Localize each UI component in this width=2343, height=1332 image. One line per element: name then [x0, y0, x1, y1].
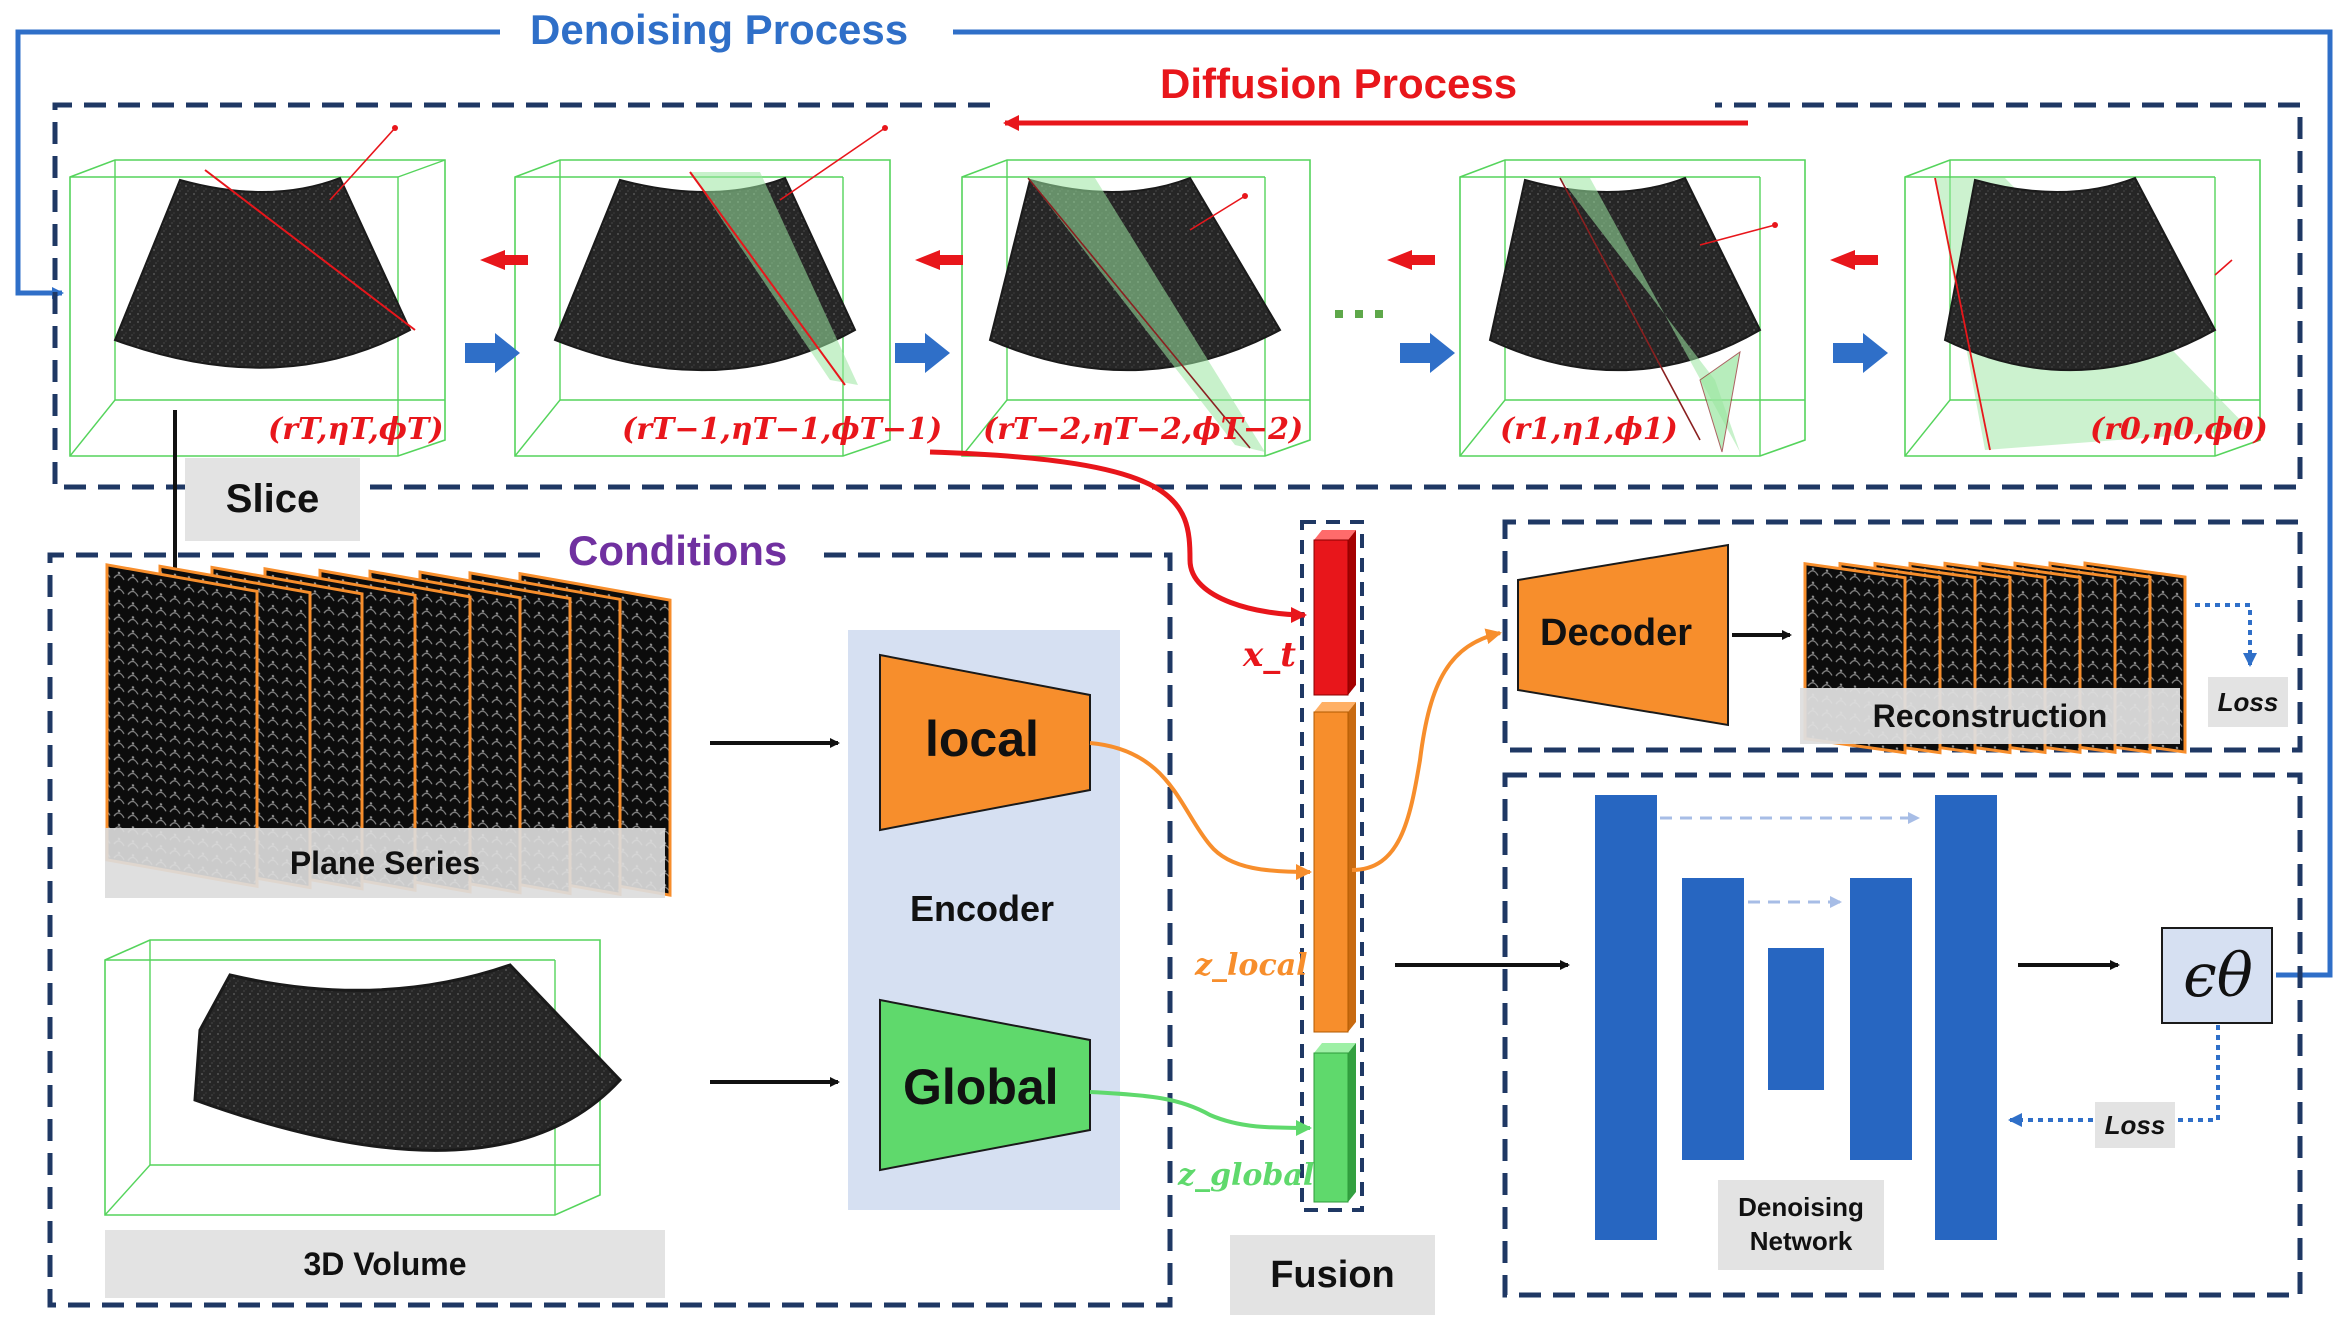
recon-loss-label: Loss [2208, 677, 2288, 727]
slice-label: Slice [185, 458, 360, 541]
step-label-T: (rT,ηT,ϕT) [268, 412, 444, 447]
global-encoder [879, 998, 1091, 1172]
denoising-process-title: Denoising Process [530, 6, 909, 53]
step-label-T-2: (rT−2,ηT−2,ϕT−2) [983, 412, 1303, 447]
xt-arrow [929, 449, 1307, 623]
ellipsis-dots [1335, 310, 1383, 318]
denoising-network-line1: Denoising [1738, 1192, 1864, 1223]
denoise-loss-arrow [2008, 1025, 2220, 1127]
recon-loss-arrow [2195, 603, 2257, 667]
step-label-1-text: (r1,η1,ϕ1) [1500, 412, 1678, 447]
denoise-loss-label: Loss [2095, 1102, 2175, 1148]
volume-3d [104, 939, 623, 1216]
denoising-network-box [1502, 772, 2303, 1298]
global-encoder-label: Global [903, 1059, 1059, 1115]
plane-series-stack [105, 563, 672, 897]
z-global-label: z_global [1178, 1158, 1315, 1193]
local-to-fusion-arrow [1089, 741, 1312, 880]
reconstruction-label: Reconstruction [1800, 688, 2180, 744]
encoder-title: Encoder [910, 888, 1055, 929]
step-label-0-text: (r0,η0,ϕ0) [2090, 412, 2268, 447]
fusion-to-decoder-arrow [1351, 628, 1502, 872]
step-volumes [69, 125, 2261, 457]
step-label-T-1-text: (rT−1,ηT−1,ϕT−1) [622, 412, 943, 447]
fusion-title: Fusion [1230, 1235, 1435, 1315]
unet-blocks [1595, 795, 1997, 1240]
conditions-title: Conditions [568, 527, 788, 574]
epsilon-box [2161, 927, 2273, 1024]
volume-label: 3D Volume [105, 1230, 665, 1298]
step-label-0: (r0,η0,ϕ0) [2090, 412, 2268, 447]
step-label-1: (r1,η1,ϕ1) [1500, 412, 1678, 447]
step-label-T-text: (rT,ηT,ϕT) [268, 412, 444, 447]
chain-arrows [465, 250, 1888, 373]
plane-series-label: Plane Series [105, 828, 665, 898]
denoising-network-label: Denoising Network [1718, 1180, 1884, 1270]
volume-step-T-2 [961, 159, 1311, 457]
volume-step-0 [1904, 159, 2261, 457]
diffusion-process-title: Diffusion Process [1160, 60, 1518, 107]
epsilon-theta: ϵθ [2183, 940, 2253, 1011]
global-to-fusion-arrow [1089, 1090, 1312, 1136]
volume-step-T [69, 125, 446, 457]
denoising-loop-line [15, 29, 2333, 978]
step-label-T-1: (rT−1,ηT−1,ϕT−1) [622, 412, 942, 447]
step-label-T-2-text: (rT−2,ηT−2,ϕT−2) [983, 412, 1304, 447]
z-local-label: z_local [1195, 948, 1308, 983]
denoising-network-line2: Network [1749, 1226, 1853, 1256]
decoder-label: Decoder [1540, 612, 1693, 654]
decoder-block [1517, 543, 1729, 727]
volume-step-T-1 [514, 125, 891, 457]
local-encoder-label: local [925, 711, 1039, 767]
ellipsis-text: ... [1333, 280, 1334, 281]
conditions-box [47, 552, 1173, 1308]
local-encoder [879, 653, 1091, 832]
fusion-bars [1313, 530, 1356, 1203]
xt-label: x_t [1243, 635, 1296, 675]
volume-step-1 [1459, 159, 1806, 457]
